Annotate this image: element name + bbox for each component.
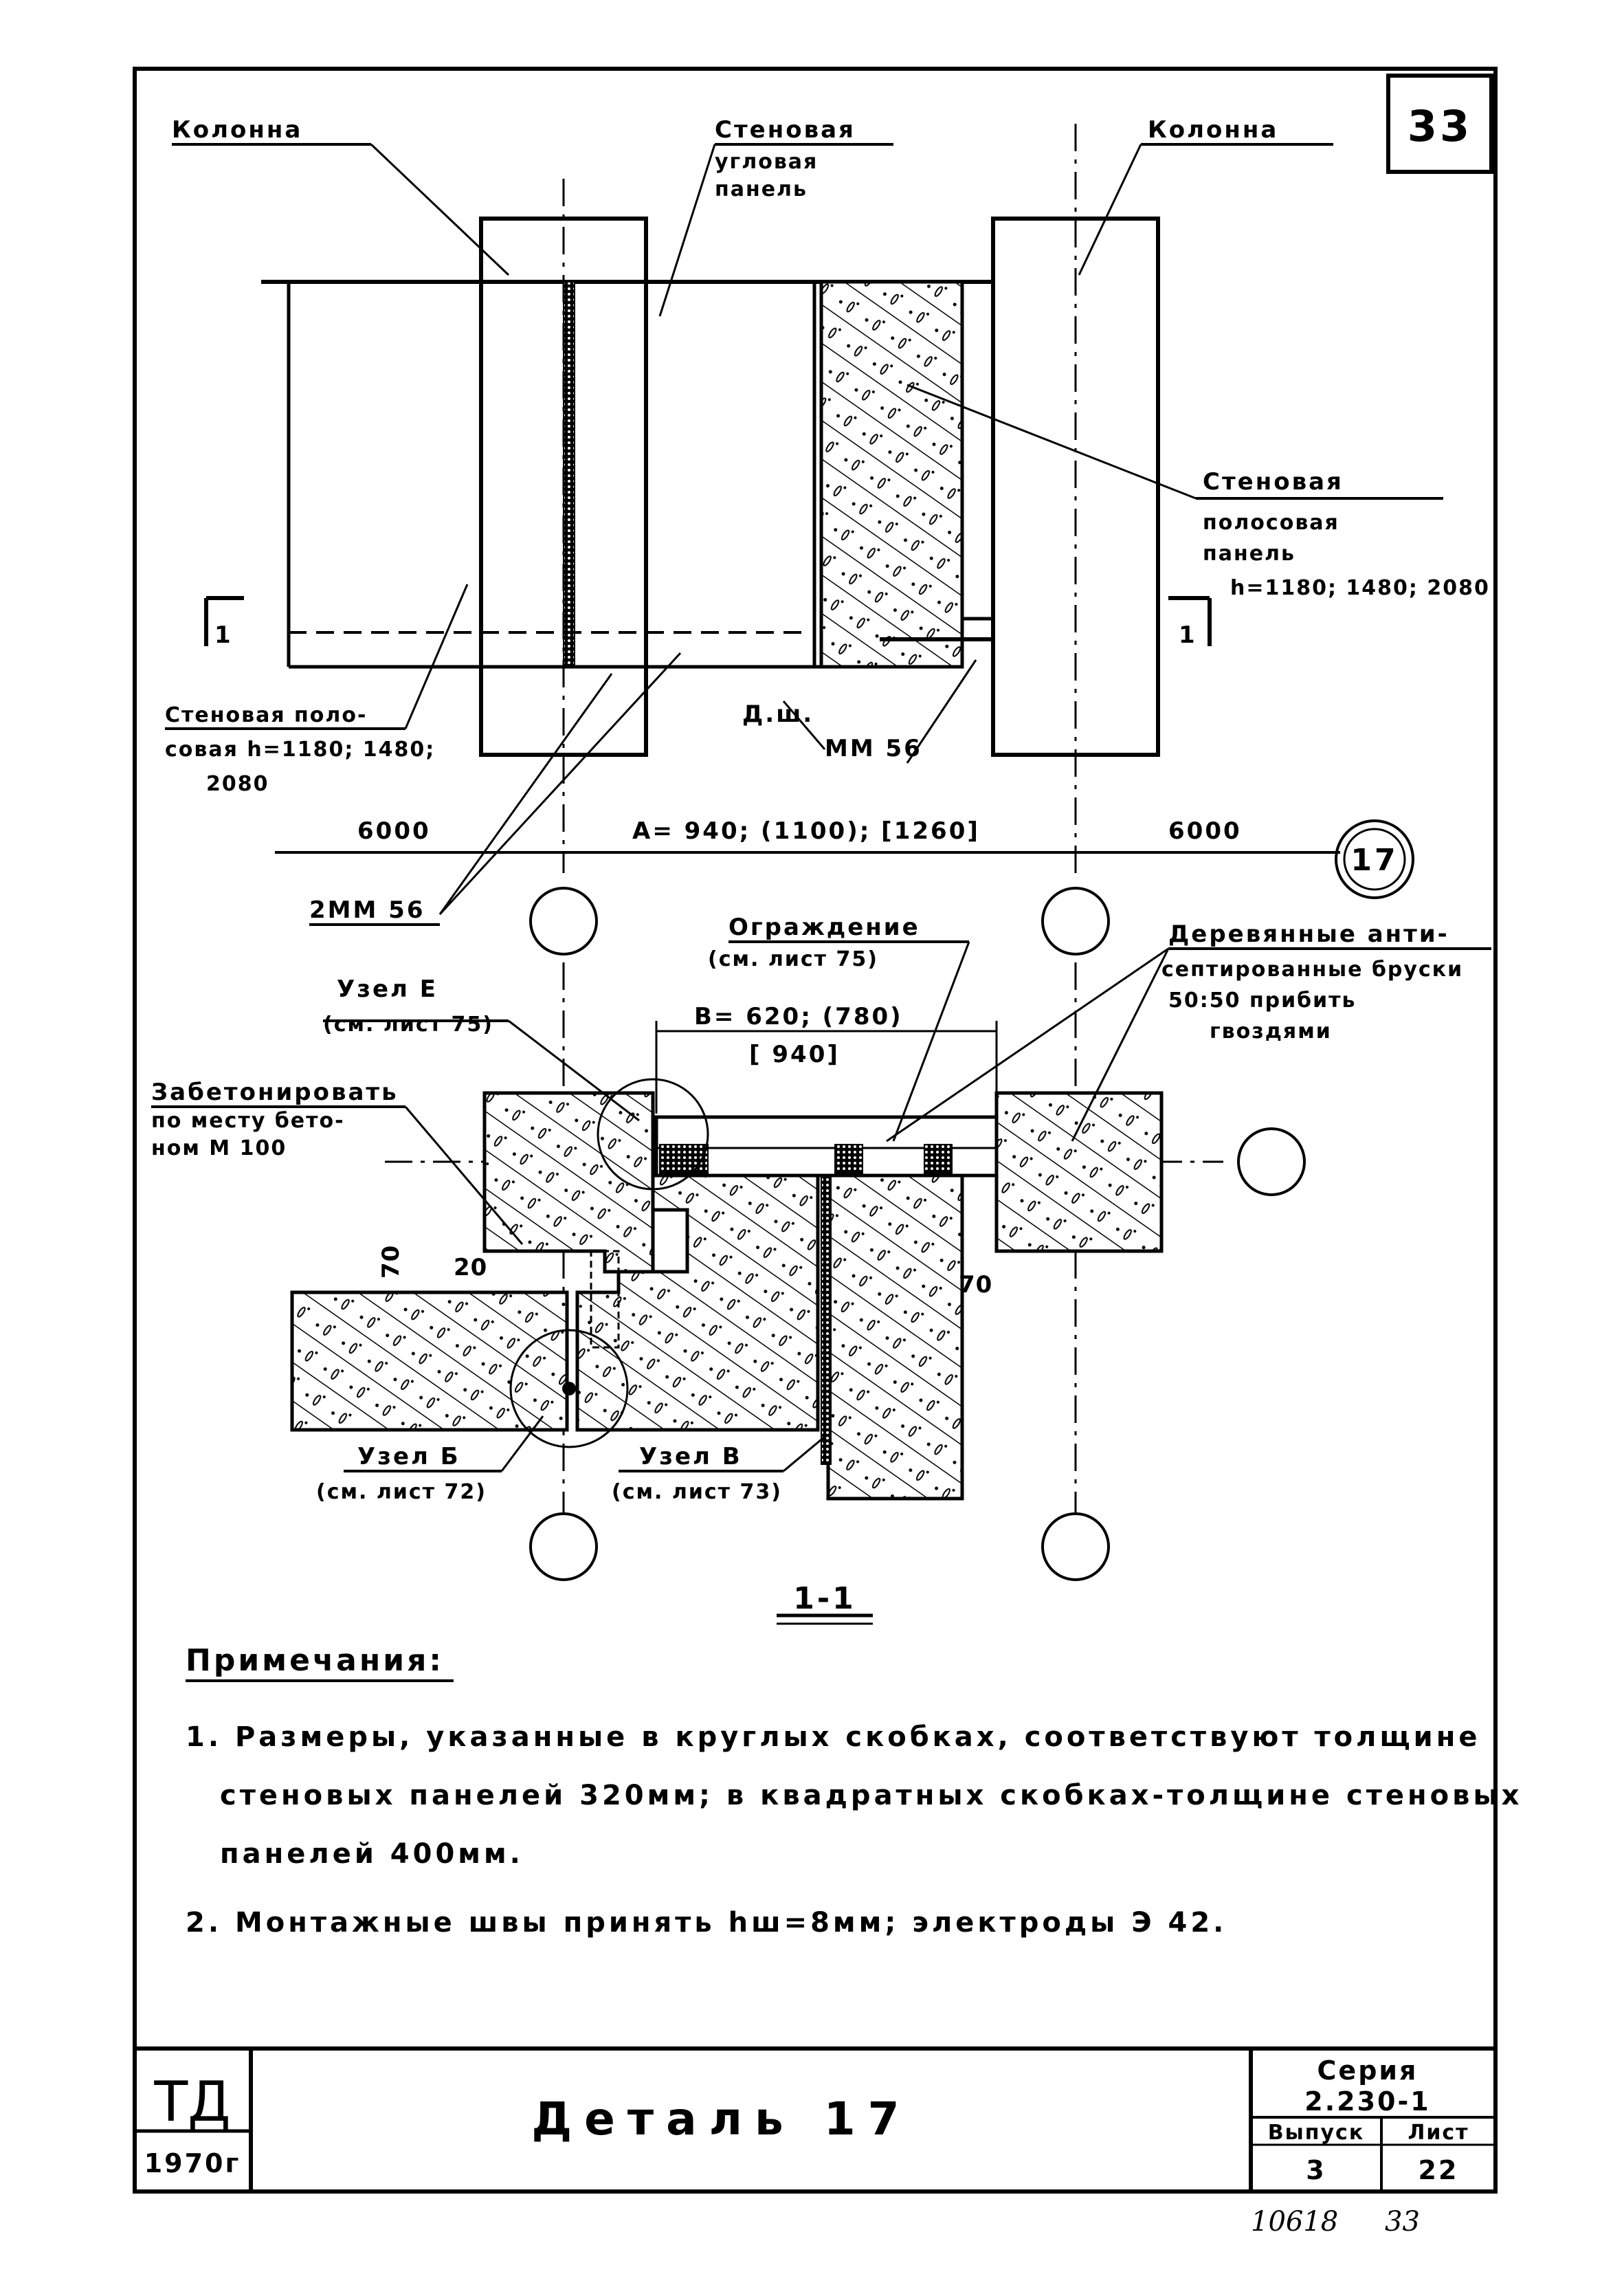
detail-number: 17 [1350,843,1398,878]
node-e-label-1: Узел Е [337,975,438,1003]
corner-panel [565,280,816,669]
corner-panel-label-1: Стеновая [715,116,856,144]
section-mark-left: 1 [214,621,233,649]
axis-circle [529,1512,598,1581]
corner-panel-label-3: панель [715,177,808,201]
axis-circle [529,887,598,956]
dim-center: А= 940; (1100); [1260] [632,817,980,845]
drawing-title: Деталь 17 [531,2093,911,2145]
dim-20: 20 [454,1254,487,1281]
org-mark: ТД [153,2070,230,2134]
column-right-section [994,1091,1164,1253]
dim-left: 6000 [357,817,431,845]
plan-view: 1 1 6000 А= 940; (1100); [1260] 6000 17 … [165,116,1490,956]
dim-right: 6000 [1168,817,1242,845]
sheet-number-box: 33 [1386,74,1493,174]
note-line: 2. Монтажные швы принять hш=8мм; электро… [186,1907,1227,1939]
fence-label-2: (см. лист 75) [708,947,878,971]
strip-panel-right-4: h=1180; 1480; 2080 [1230,576,1490,600]
fence-label-1: Ограждение [728,914,920,941]
concrete-label-3: ном М 100 [151,1136,287,1160]
column-right-label: Колонна [1148,116,1278,144]
column-left-section [482,1091,655,1274]
axis-circle [1041,887,1110,956]
stamp-year: 1970г [144,2148,241,2178]
wood-label-3: 50:50 прибить [1168,989,1357,1013]
wall-panel-left [290,1290,569,1432]
detail-circle [1335,819,1414,899]
strip-panel-right-1: Стеновая [1203,468,1344,496]
strip-panel-plan [819,280,964,669]
note-line: панелей 400мм. [220,1838,524,1870]
node-b-circle [509,1329,629,1448]
dsh-label: Д.ш. [742,700,814,728]
section-title: 1-1 [793,1581,856,1616]
dim-70-left: 70 [377,1245,405,1279]
concrete-label-1: Забетонировать [151,1079,399,1106]
node-b-label-1: Узел Б [357,1443,460,1470]
concrete-label-2: по месту бето- [151,1109,345,1133]
wood-label-1: Деревянные анти- [1168,920,1449,948]
node-v-label-1: Узел В [639,1443,742,1470]
title-block: ТД 1970г Деталь 17 Серия 2.230-1 Выпуск … [135,2046,1495,2192]
axis-circle [1041,1512,1110,1581]
strip-panel-left-3: 2080 [206,772,269,796]
handwritten-page: 33 [1385,2206,1420,2238]
inventory-number: 10618 [1251,2206,1338,2238]
strip-panel-right-2: полосовая [1203,511,1339,535]
issue-label: Выпуск [1268,2121,1364,2145]
two-mm56-label: 2ММ 56 [309,896,425,924]
sheet-border [133,67,1498,2194]
node-v-label-2: (см. лист 73) [612,1480,782,1504]
note-line: 1. Размеры, указанные в круглых скобках,… [186,1721,1480,1753]
corner-panel-label-2: угловая [715,150,818,174]
mm56-label: ММ 56 [825,735,922,762]
sheet-value: 22 [1419,2155,1459,2185]
note-line: стеновых панелей 320мм; в квадратных ско… [220,1780,1522,1811]
strip-panel-left-2: совая h=1180; 1480; [165,738,435,762]
issue-value: 3 [1306,2155,1326,2185]
strip-panel-right-3: панель [1203,542,1295,566]
dim-b-2: [ 940] [749,1041,840,1068]
notes: Примечания: 1. Размеры, указанные в круг… [186,1643,1522,1939]
node-e-circle [597,1078,709,1191]
series-value: 2.230-1 [1304,2086,1430,2117]
series-label: Серия [1317,2055,1419,2086]
dim-b-1: В= 620; (780) [694,1003,903,1030]
sheet-label: Лист [1408,2121,1469,2145]
notes-heading: Примечания: [186,1643,444,1678]
wall-panel-right [826,1173,964,1501]
section-view: В= 620; (780) [ 940] 70 20 70 Ограждение… [151,914,1491,1625]
wood-label-4: гвоздями [1210,1019,1332,1044]
axis-circle [1237,1127,1306,1196]
dim-70-right: 70 [959,1271,992,1299]
section-mark-right: 1 [1179,621,1197,649]
node-e-label-2: (см. лист 75) [323,1013,493,1037]
node-b-label-2: (см. лист 72) [316,1480,487,1504]
strip-panel-left-1: Стеновая поло- [165,703,367,727]
column-left-label: Колонна [172,116,302,144]
sheet-number: 33 [1408,101,1472,151]
wood-label-2: септированные бруски [1161,958,1463,982]
